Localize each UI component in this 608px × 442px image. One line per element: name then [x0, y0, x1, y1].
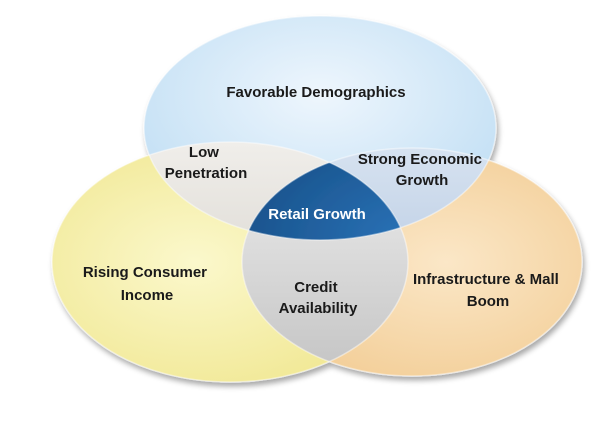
overlap-center — [242, 148, 408, 240]
label-strong-economic-growth: Strong Economic Growth — [358, 151, 486, 189]
label-retail-growth: Retail Growth — [268, 206, 366, 223]
label-favorable-demographics: Favorable Demographics — [226, 84, 405, 101]
label-credit-availability: Credit Availability — [279, 279, 358, 317]
label-infrastructure-mall-boom: Infrastructure & Mall Boom — [413, 271, 563, 310]
label-rising-consumer-income: Rising Consumer Income — [83, 264, 211, 304]
label-low-penetration: Low Penetration — [165, 144, 248, 182]
